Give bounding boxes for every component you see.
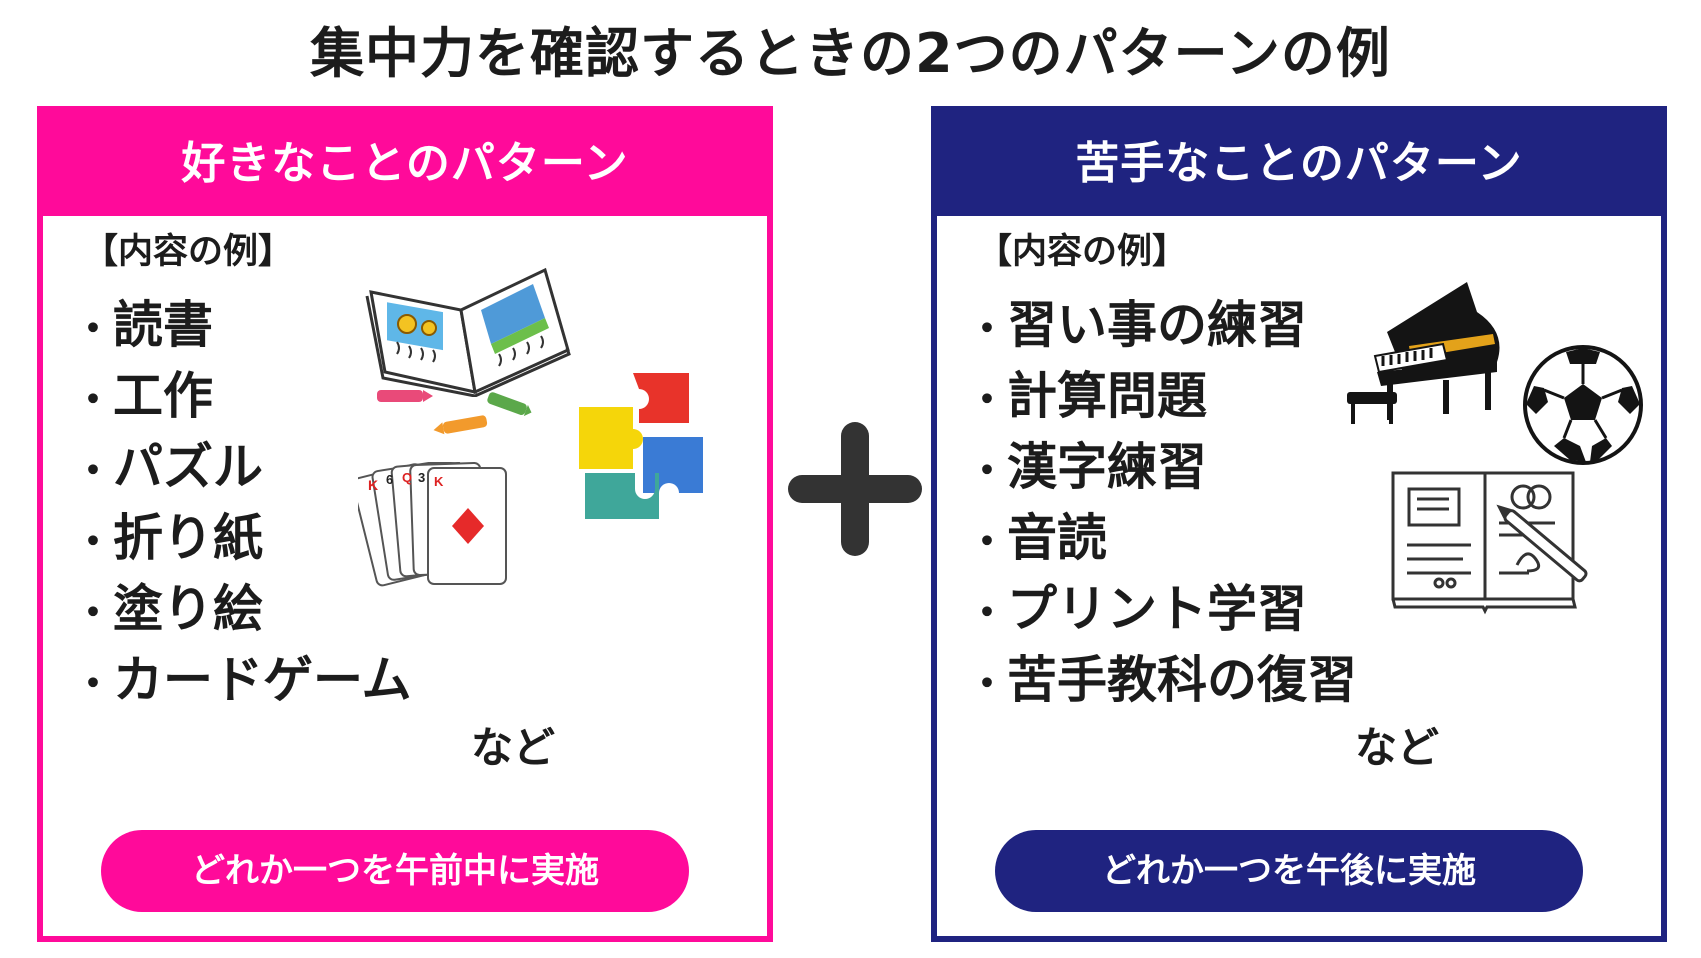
list-item: ・習い事の練習 bbox=[967, 296, 1307, 354]
examples-label: 【内容の例】 bbox=[83, 232, 294, 272]
list-item: ・音読 bbox=[967, 509, 1107, 567]
card-label: Q bbox=[402, 470, 412, 485]
examples-label: 【内容の例】 bbox=[977, 232, 1188, 272]
list-item-label: 塗り絵 bbox=[113, 580, 263, 638]
favorite-pattern-panel: 好きなことのパターン 【内容の例】 ・読書 ・工作 ・パズル ・折り紙 ・塗り絵… bbox=[37, 106, 773, 942]
list-item: ・漢字練習 bbox=[967, 438, 1207, 496]
weak-pattern-panel: 苦手なことのパターン 【内容の例】 ・習い事の練習 ・計算問題 ・漢字練習 ・音… bbox=[931, 106, 1667, 942]
grand-piano-icon bbox=[1347, 282, 1500, 424]
plus-icon bbox=[788, 422, 922, 556]
morning-action-button[interactable]: どれか一つを午前中に実施 bbox=[101, 830, 689, 912]
favorite-pattern-header: 好きなことのパターン bbox=[43, 112, 767, 216]
favorite-examples-list: ・読書 ・工作 ・パズル ・折り紙 ・塗り絵 ・カードゲーム bbox=[73, 290, 412, 716]
list-item-label: 苦手教科の復習 bbox=[1007, 651, 1357, 709]
list-item-label: 読書 bbox=[113, 296, 213, 354]
list-item: ・プリント学習 bbox=[967, 580, 1307, 638]
crayons-icon bbox=[377, 390, 532, 435]
card-label: K bbox=[434, 474, 444, 489]
list-item: ・計算問題 bbox=[967, 367, 1207, 425]
card-label: 3 bbox=[418, 470, 425, 485]
etc-label: など bbox=[471, 723, 556, 772]
puzzle-pieces-icon bbox=[579, 373, 703, 519]
list-item: ・工作 bbox=[73, 367, 213, 425]
list-item: ・折り紙 bbox=[73, 509, 263, 567]
list-item-label: パズル bbox=[113, 438, 263, 496]
list-item: ・読書 bbox=[73, 296, 213, 354]
afternoon-action-button[interactable]: どれか一つを午後に実施 bbox=[995, 830, 1583, 912]
list-item: ・苦手教科の復習 bbox=[967, 651, 1357, 709]
list-item-label: 計算問題 bbox=[1007, 367, 1207, 425]
open-book-icon bbox=[365, 267, 571, 397]
list-item: ・カードゲーム bbox=[73, 651, 412, 709]
etc-label: など bbox=[1355, 723, 1440, 772]
list-item-label: カードゲーム bbox=[113, 651, 412, 709]
notebook-with-pen-icon bbox=[1391, 471, 1588, 615]
list-item-label: 習い事の練習 bbox=[1007, 296, 1307, 354]
card-label: K bbox=[368, 477, 378, 493]
list-item-label: プリント学習 bbox=[1007, 580, 1307, 638]
weak-pattern-header: 苦手なことのパターン bbox=[937, 112, 1661, 216]
card-label: 6 bbox=[386, 472, 393, 487]
weak-examples-list: ・習い事の練習 ・計算問題 ・漢字練習 ・音読 ・プリント学習 ・苦手教科の復習 bbox=[967, 290, 1357, 716]
playing-cards-icon: K 6 Q 3 K bbox=[358, 462, 507, 587]
list-item-label: 音読 bbox=[1007, 509, 1107, 567]
list-item-label: 漢字練習 bbox=[1007, 438, 1207, 496]
soccer-ball-icon bbox=[1523, 345, 1643, 465]
page-title: 集中力を確認するときの2つのパターンの例 bbox=[310, 22, 1391, 85]
list-item-label: 工作 bbox=[113, 367, 213, 425]
list-item: ・パズル bbox=[73, 438, 263, 496]
list-item-label: 折り紙 bbox=[113, 509, 263, 567]
list-item: ・塗り絵 bbox=[73, 580, 263, 638]
